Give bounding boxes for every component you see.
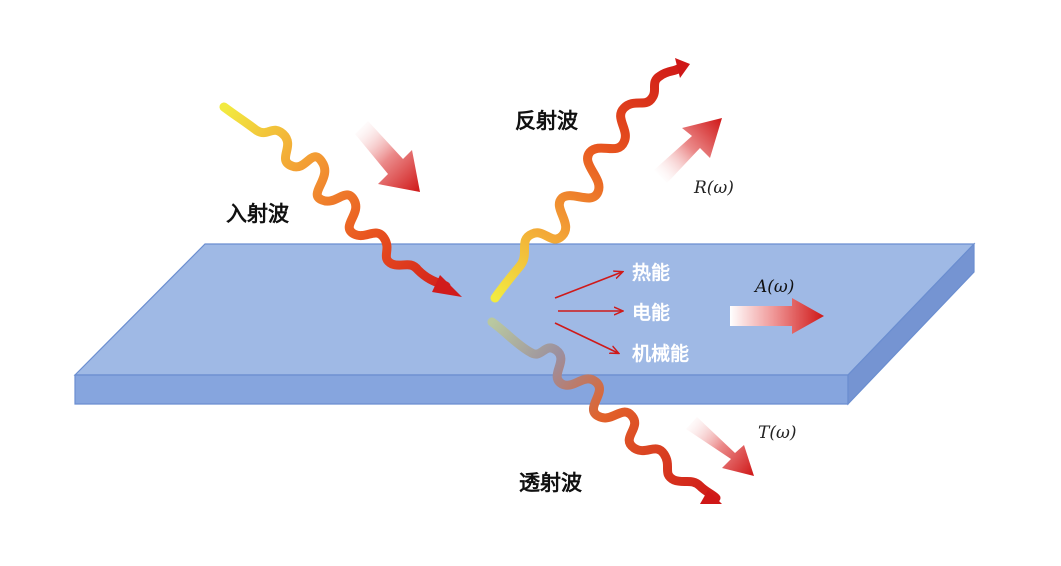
incident-wave-label: 入射波 [226,202,290,226]
slab-side-face [847,242,975,406]
heat-energy-label: 热能 [632,261,670,284]
incident-wave [219,102,462,297]
transmitted-wave [487,317,722,504]
absorbance-label: A(ω) [753,277,794,297]
transmittance-label: T(ω) [758,423,796,443]
electric-energy-label: 电能 [632,301,670,324]
transmitted-wave-label: 透射波 [519,471,583,495]
reflectance-arrow [654,118,722,183]
incident-direction-arrow [355,121,420,192]
reflected-wave-label: 反射波 [515,109,579,133]
material-slab [73,242,976,406]
mechanical-energy-label: 机械能 [632,342,689,365]
transmittance-arrow [686,417,754,476]
absorbance-arrow [730,298,824,334]
reflectance-label: R(ω) [693,178,734,198]
slab-front-face [74,374,849,405]
energy-arrow-heat [554,272,622,299]
energy-arrow-mechanical [554,322,618,353]
reflected-wave [490,58,690,303]
